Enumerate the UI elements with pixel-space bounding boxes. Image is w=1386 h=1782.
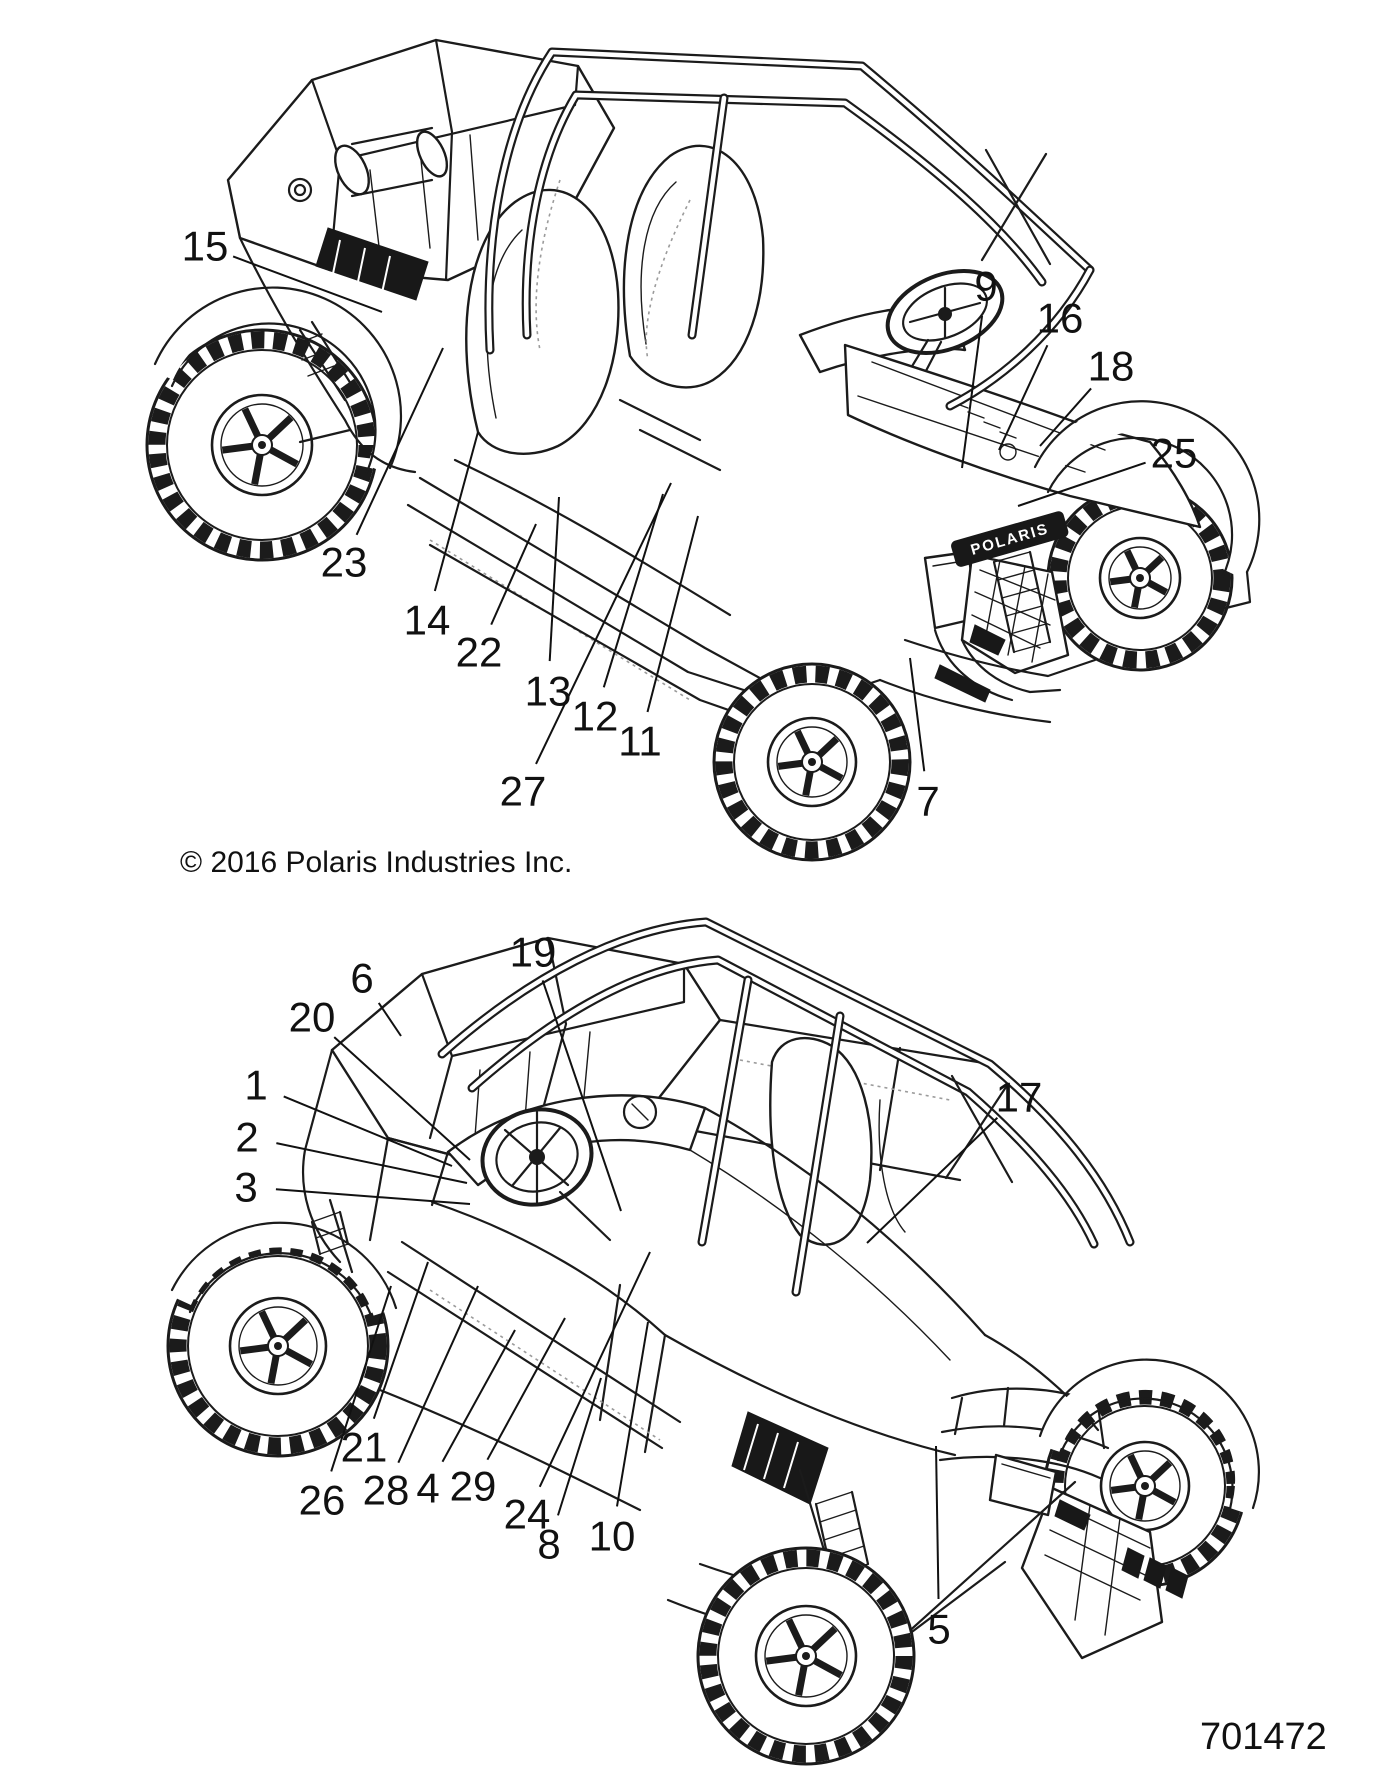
top-front-left-wheel xyxy=(712,662,912,862)
callout-label-23: 23 xyxy=(321,539,368,586)
top-seats xyxy=(465,144,765,472)
leader-line-7 xyxy=(909,657,926,772)
leader-line-25 xyxy=(1017,461,1146,507)
callout-label-8: 8 xyxy=(537,1521,560,1568)
callout-label-2: 2 xyxy=(235,1114,258,1161)
leader-line-14 xyxy=(433,431,479,592)
leader-line-13 xyxy=(548,496,560,662)
callout-label-7: 7 xyxy=(916,778,939,825)
callout-label-5: 5 xyxy=(927,1606,950,1653)
leader-line-12 xyxy=(602,493,664,688)
bottom-rear-suspension xyxy=(310,1198,354,1274)
leader-line-18 xyxy=(1039,387,1092,447)
copyright-notice: © 2016 Polaris Industries Inc. xyxy=(180,846,573,879)
leader-line-22 xyxy=(490,523,537,626)
callout-label-1: 1 xyxy=(244,1062,267,1109)
top-rear-left-wheel xyxy=(145,328,379,562)
callout-label-27: 27 xyxy=(500,768,547,815)
bottom-rear-fender xyxy=(169,1048,398,1320)
callout-label-14: 14 xyxy=(404,597,451,644)
top-dash-steering xyxy=(798,268,1005,394)
leader-line-5 xyxy=(935,1445,940,1600)
callout-label-24: 24 xyxy=(504,1491,551,1538)
callout-label-18: 18 xyxy=(1088,343,1135,390)
top-hood xyxy=(843,343,1202,529)
top-left-fender xyxy=(151,236,417,476)
callout-label-11: 11 xyxy=(618,718,662,765)
leader-line-29 xyxy=(486,1317,566,1461)
callout-label-22: 22 xyxy=(456,629,503,676)
top-vehicle-illustration: POLARIS xyxy=(145,38,1261,862)
part-number: 701472 xyxy=(1200,1716,1327,1758)
callout-label-20: 20 xyxy=(289,994,336,1041)
top-roll-cage xyxy=(484,47,1095,411)
callout-label-25: 25 xyxy=(1151,430,1198,477)
bottom-front-right-fender xyxy=(1036,1358,1261,1518)
leader-line-23 xyxy=(355,347,444,536)
leader-line-10 xyxy=(615,1321,649,1507)
callout-label-17: 17 xyxy=(996,1074,1043,1121)
callout-leader-lines xyxy=(232,255,1146,1600)
leader-line-19 xyxy=(541,980,622,1212)
leader-line-11 xyxy=(646,515,699,713)
leader-line-20 xyxy=(333,1036,471,1161)
leader-line-3 xyxy=(275,1188,471,1205)
callout-label-12: 12 xyxy=(572,693,619,740)
bottom-dash-steering xyxy=(430,1094,707,1242)
top-rear-suspension xyxy=(295,320,358,444)
leader-line-6 xyxy=(377,1002,402,1037)
callout-label-4: 4 xyxy=(416,1465,439,1512)
leader-line-27 xyxy=(535,482,672,765)
leader-line-1 xyxy=(283,1095,453,1167)
bottom-radiator-vent xyxy=(731,1411,829,1505)
leader-line-15 xyxy=(232,255,383,313)
bottom-front-fascia xyxy=(988,1453,1189,1660)
leader-line-17 xyxy=(866,1117,999,1244)
top-front-bumper xyxy=(933,628,1062,703)
top-rear-vent xyxy=(315,227,429,303)
callout-label-10: 10 xyxy=(589,1513,636,1560)
callout-label-6: 6 xyxy=(350,955,373,1002)
bottom-roll-cage xyxy=(437,917,1135,1297)
bottom-vehicle-illustration xyxy=(166,917,1261,1766)
leader-line-21 xyxy=(372,1261,429,1419)
leader-line-26 xyxy=(330,1285,392,1472)
leader-line-24 xyxy=(538,1251,651,1488)
leader-line-16 xyxy=(998,344,1049,451)
callout-label-28: 28 xyxy=(363,1467,410,1514)
top-grille: POLARIS xyxy=(951,511,1070,675)
leader-line-9 xyxy=(961,315,984,469)
callout-label-9: 9 xyxy=(974,263,997,310)
bottom-front-bumper xyxy=(938,1386,1110,1480)
callout-label-19: 19 xyxy=(510,929,557,976)
callout-label-26: 26 xyxy=(299,1477,346,1524)
leader-line-2 xyxy=(276,1142,468,1184)
leader-line-28 xyxy=(397,1285,479,1464)
bottom-front-left-wheel xyxy=(696,1546,916,1766)
callout-label-15: 15 xyxy=(182,223,229,270)
leader-line-4 xyxy=(441,1329,516,1463)
callout-numbers: 1523142213121127916182571962012317262128… xyxy=(182,223,1198,1653)
callout-label-29: 29 xyxy=(450,1463,497,1510)
callout-label-13: 13 xyxy=(525,668,572,715)
bottom-side-body xyxy=(386,1200,682,1454)
callout-label-3: 3 xyxy=(234,1164,257,1211)
callout-label-16: 16 xyxy=(1037,295,1084,342)
leader-line-8 xyxy=(557,1377,602,1516)
top-front-fender xyxy=(1028,400,1261,610)
callout-label-21: 21 xyxy=(341,1424,388,1471)
